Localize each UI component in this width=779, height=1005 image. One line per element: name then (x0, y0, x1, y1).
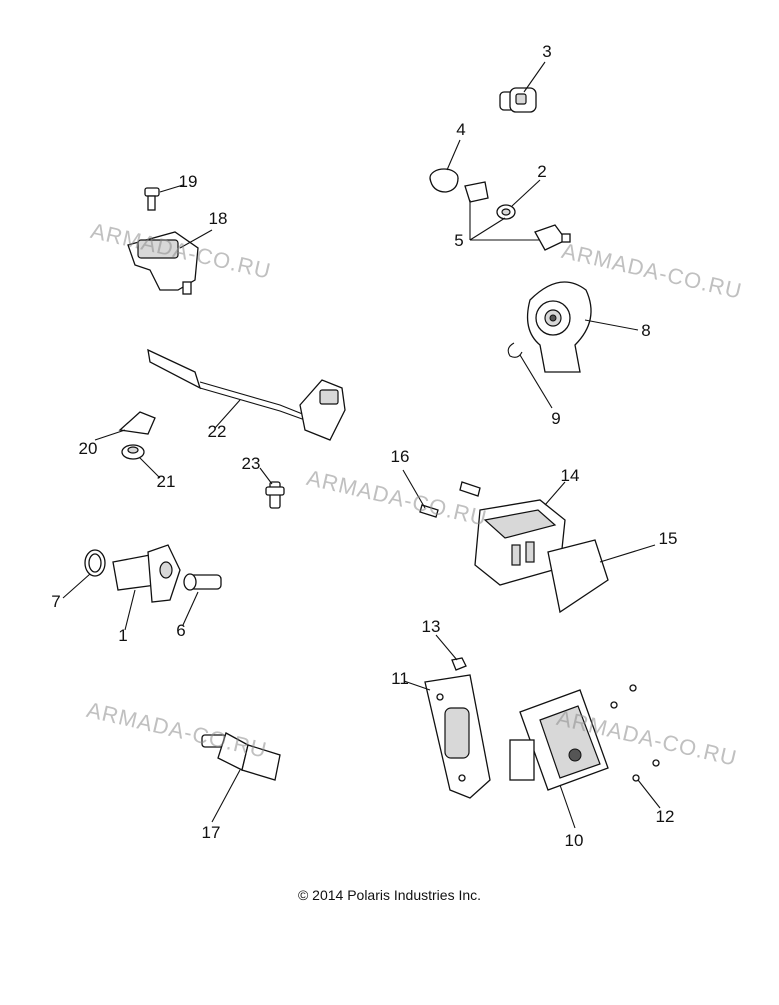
bracket-screws-part (610, 684, 660, 782)
callout-19: 19 (178, 172, 198, 191)
sensor-cap-part (499, 87, 537, 113)
callout-17: 17 (201, 823, 221, 842)
callout-4: 4 (456, 120, 466, 139)
sensor-washer-part (496, 204, 516, 220)
map-sensor-part (127, 231, 199, 295)
callout-10: 10 (564, 831, 584, 850)
callout-14: 14 (560, 466, 580, 485)
callout-12: 12 (655, 807, 675, 826)
coolant-sensor-part (201, 732, 281, 781)
callout-13: 13 (421, 617, 441, 636)
callout-22: 22 (207, 422, 227, 441)
callout-2: 2 (537, 162, 547, 181)
callout-7: 7 (51, 592, 61, 611)
callout-9: 9 (551, 409, 561, 428)
callout-1: 1 (118, 626, 128, 645)
bracket-nut-part (451, 657, 467, 671)
o-ring-part (84, 549, 106, 577)
speed-sensor-cable-part (147, 348, 346, 441)
fuse-box-part (474, 499, 566, 586)
callout-16: 16 (390, 447, 410, 466)
callout-8: 8 (641, 321, 651, 340)
callout-20: 20 (78, 439, 98, 458)
callout-3: 3 (542, 42, 552, 61)
callout-5: 5 (454, 231, 464, 250)
crankshaft-sensor-part (112, 544, 181, 603)
copyright-notice: © 2014 Polaris Industries Inc. (297, 887, 482, 903)
map-screw-part (144, 187, 160, 211)
connector-seal-part (429, 168, 459, 193)
callout-18: 18 (208, 209, 228, 228)
callout-15: 15 (658, 529, 678, 548)
knock-sensor-part (526, 281, 592, 373)
ecu-bracket-part (424, 674, 491, 799)
small-sensor-part (534, 224, 571, 251)
callout-11: 11 (391, 669, 409, 688)
callout-21: 21 (156, 472, 176, 491)
callout-23: 23 (241, 454, 261, 473)
ecu-part (509, 689, 609, 791)
cover-gasket-part (547, 539, 609, 614)
grommet-part (121, 444, 145, 460)
cable-screw-part (265, 481, 285, 509)
connector-clip-part (464, 181, 489, 203)
cap-screw-part (183, 573, 222, 591)
leader-lines (62, 61, 661, 829)
harness-clamp-part (118, 411, 156, 435)
callout-6: 6 (176, 621, 186, 640)
retaining-clip-part (507, 342, 523, 358)
